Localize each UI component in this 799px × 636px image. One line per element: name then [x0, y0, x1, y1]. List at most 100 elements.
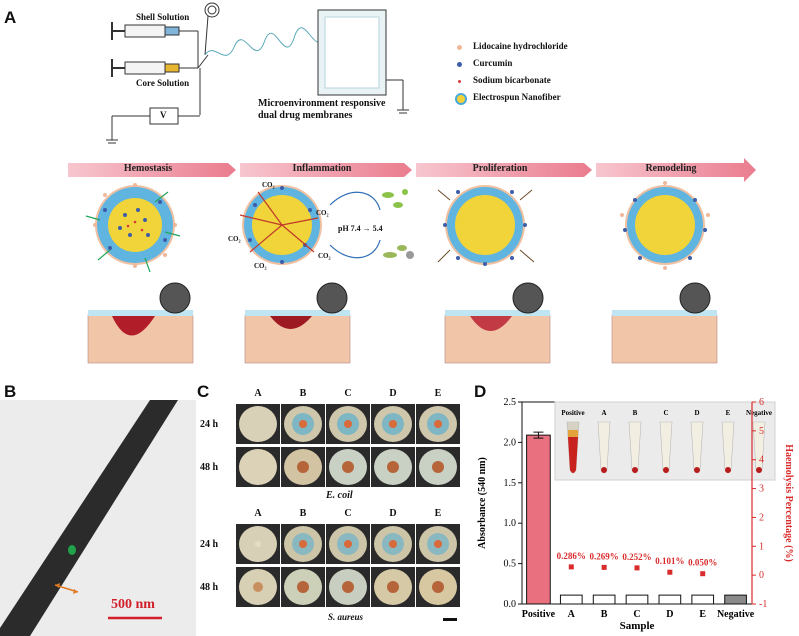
legend-item: Lidocaine hydrochloride [455, 40, 625, 57]
pellet-icon [756, 467, 762, 473]
x-tick-label: A [568, 609, 576, 620]
dish-saureus-24h-c [326, 524, 370, 564]
c-scale-bar [443, 618, 457, 621]
dish-ecoli-48h-a [236, 447, 280, 487]
dish-ecoli-24h-d [371, 404, 415, 444]
wound-remodeling [611, 282, 718, 364]
col-header: C [344, 388, 352, 399]
legend-label: Lidocaine hydrochloride [473, 41, 568, 51]
x-tick-label: C [633, 609, 640, 620]
co2-label: CO₂ [228, 235, 241, 243]
col-header: C [344, 508, 352, 519]
inset-label: E [726, 409, 731, 417]
col-header: D [389, 508, 397, 519]
sodium-bicarbonate-swatch-icon [458, 80, 461, 83]
pellet-icon [632, 467, 638, 473]
scale-bar-label: 500 nm [111, 597, 155, 612]
y-tick-label: 1.5 [504, 478, 517, 489]
inset-label: A [601, 409, 606, 417]
legend-item: Sodium bicarbonate [455, 74, 625, 91]
col-header: A [254, 388, 262, 399]
legend: Lidocaine hydrochloride Curcumin Sodium … [455, 40, 625, 108]
inset-label: D [694, 409, 699, 417]
curcumin-swatch-icon [457, 62, 462, 67]
haemolysis-label: 0.286% [557, 551, 586, 561]
col-header: A [254, 508, 262, 519]
dish-saureus-48h-d [371, 567, 415, 607]
shell-solution-label: Shell Solution [136, 12, 190, 22]
haemolysis-point [634, 565, 640, 571]
panel-a-letter: A [4, 8, 17, 27]
col-header: E [434, 508, 442, 519]
voltage-label: V [160, 110, 167, 120]
x-axis-label: Sample [620, 620, 655, 632]
inset-label: Negative [746, 409, 772, 417]
legend-item: Electrospun Nanofiber [455, 91, 625, 108]
wound-inflammation [244, 282, 351, 364]
dish-ecoli-24h-c [326, 404, 370, 444]
legend-label: Curcumin [473, 58, 513, 68]
dish-saureus-24h-a [236, 524, 280, 564]
stage-inflammation: Inflammation [292, 163, 352, 174]
panel-b-letter: B [4, 382, 17, 401]
bar-c [625, 594, 649, 605]
dish-saureus-24h-d [371, 524, 415, 564]
x-tick-label: D [666, 609, 673, 620]
tem-fiber-image [0, 400, 196, 636]
inset-label: B [633, 409, 638, 417]
dish-ecoli-48h-e [416, 447, 460, 487]
x-tick-label: B [601, 609, 608, 620]
y-tick-label: 2.5 [504, 397, 517, 408]
panel-c-letter: C [197, 382, 210, 401]
membrane-caption-2: dual drug membranes [258, 110, 353, 121]
inset-label: Positive [561, 409, 584, 417]
stage-remodeling: Remodeling [645, 163, 697, 174]
pellet-icon [694, 467, 700, 473]
membrane-caption-1: Microenvironment responsive [258, 98, 386, 109]
co2-label: CO₂ [316, 209, 329, 217]
bar-negative [724, 594, 747, 605]
stage-proliferation: Proliferation [472, 163, 528, 174]
y-tick-label: 2.0 [504, 437, 517, 448]
x-tick-label: E [699, 609, 706, 620]
dish-ecoli-24h-e [416, 404, 460, 444]
row-header: 48 h [200, 582, 219, 593]
y2-tick-label: 3 [759, 484, 764, 495]
y2-axis-label: Haemolysis Percentage (%) [783, 444, 794, 562]
dish-saureus-48h-e [416, 567, 460, 607]
bar-positive [526, 434, 551, 605]
dish-saureus-24h-e [416, 524, 460, 564]
wound-proliferation [444, 282, 551, 364]
y2-tick-label: 5 [759, 426, 764, 437]
panel-d-letter: D [474, 382, 487, 401]
shell-syringe [111, 22, 198, 40]
x-tick-label: Positive [522, 609, 556, 620]
dish-ecoli-24h-b [281, 404, 325, 444]
legend-label: Electrospun Nanofiber [473, 92, 561, 102]
bar-b [592, 594, 616, 605]
y2-tick-label: 6 [759, 397, 764, 408]
fiber-proliferation [437, 185, 535, 266]
pellet-icon [663, 467, 669, 473]
row-header: 24 h [200, 419, 219, 430]
col-header: B [299, 508, 307, 519]
y-tick-label: 0.0 [504, 599, 517, 610]
bar-a [559, 594, 583, 605]
dish-saureus-24h-b [281, 524, 325, 564]
bar-d [658, 594, 682, 605]
col-header: D [389, 388, 397, 399]
wound-hemostasis [87, 282, 194, 364]
y2-tick-label: 1 [759, 541, 764, 552]
stage-hemostasis: Hemostasis [123, 163, 173, 174]
fiber-hemostasis [85, 183, 181, 273]
pellet-icon [601, 467, 607, 473]
lidocaine-swatch-icon [457, 45, 462, 50]
col-header: B [299, 388, 307, 399]
dish-ecoli-48h-b [281, 447, 325, 487]
fiber-cross-sections [85, 181, 710, 273]
dish-ecoli-24h-a [236, 404, 280, 444]
dish-saureus-48h-a [236, 567, 280, 607]
y2-tick-label: -1 [759, 599, 767, 610]
core-solution-label: Core Solution [136, 78, 190, 88]
